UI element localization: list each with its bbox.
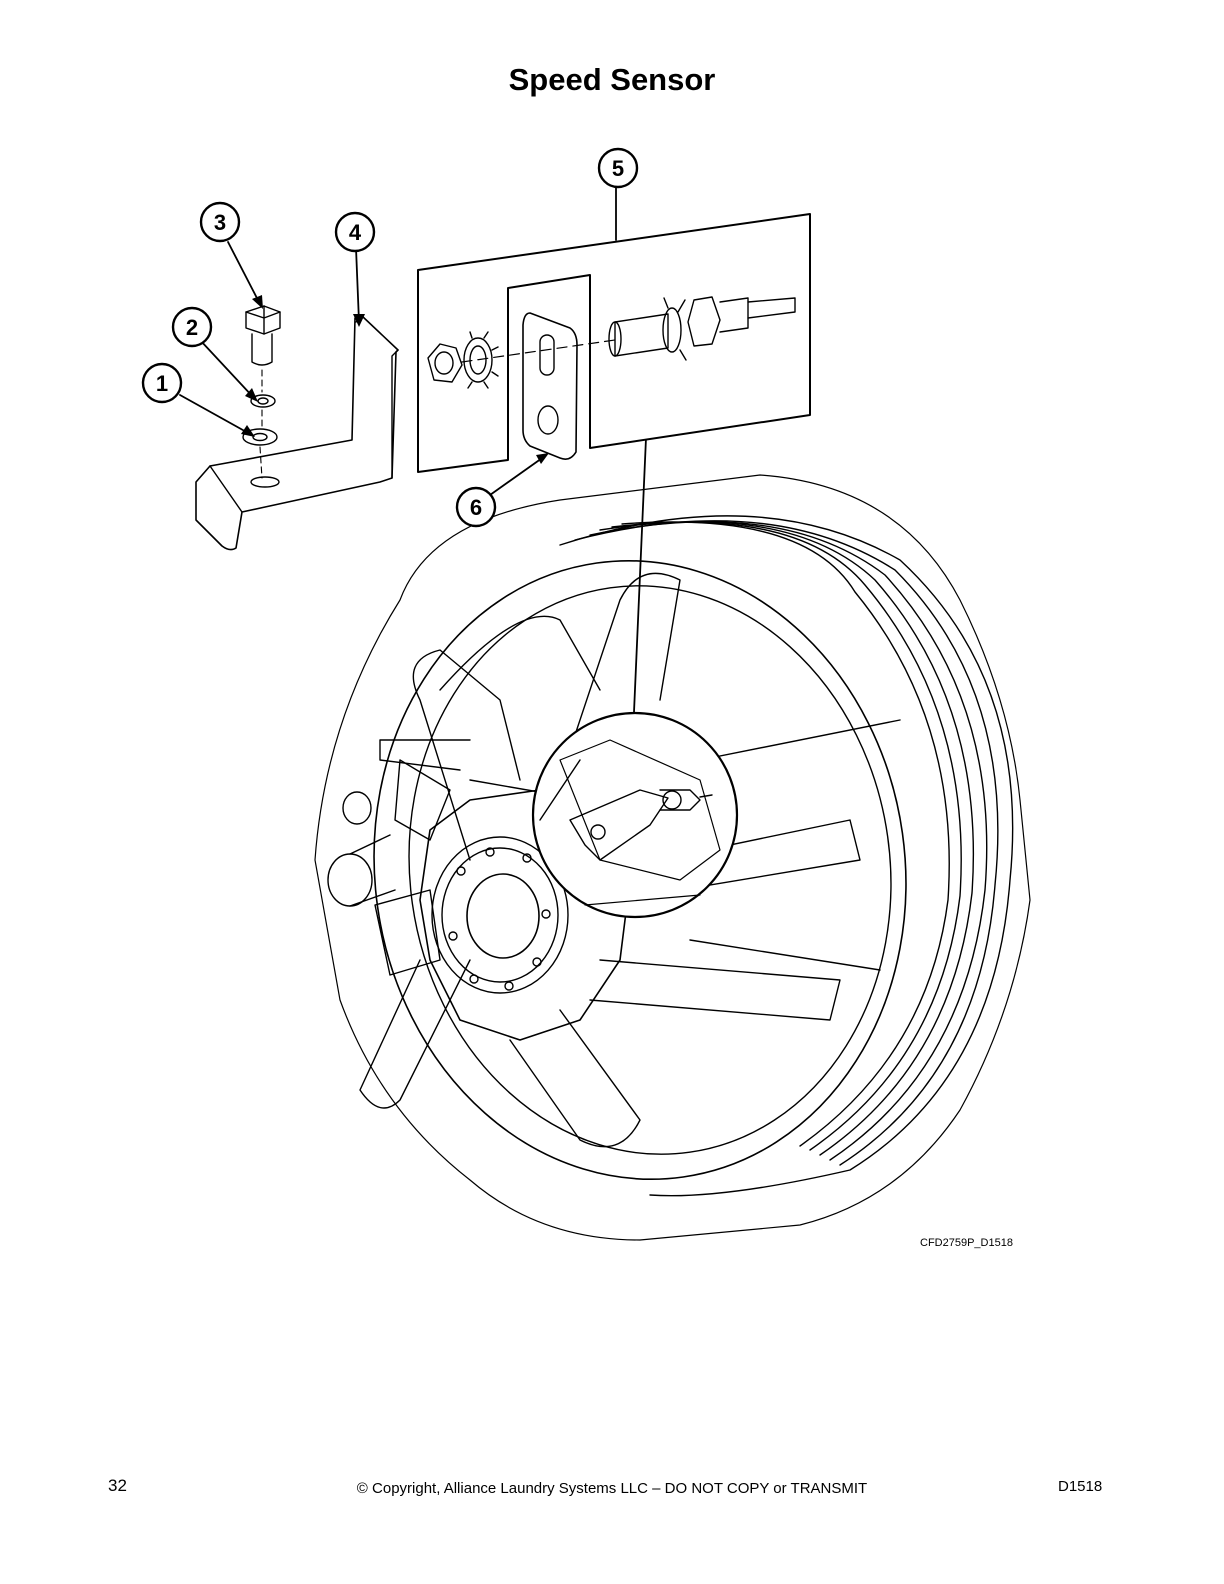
callout-2: 2 — [171, 306, 213, 348]
sensor-bracket-plate — [522, 312, 578, 460]
svg-text:4: 4 — [349, 220, 362, 245]
sensor-detail-box — [417, 213, 811, 473]
svg-text:2: 2 — [186, 315, 198, 340]
hex-bolt-icon — [245, 305, 281, 366]
svg-text:6: 6 — [470, 495, 482, 520]
drawing-code: CFD2759P_D1518 — [920, 1237, 1013, 1249]
hex-nut-icon — [427, 343, 463, 383]
callout-leaders — [179, 184, 617, 496]
callout-1: 1 — [141, 362, 183, 404]
callout-3: 3 — [199, 201, 241, 243]
star-washer-icon — [463, 331, 499, 389]
lock-washer-icon — [250, 394, 276, 408]
mounting-bracket — [195, 315, 399, 551]
callout-6: 6 — [455, 486, 497, 528]
page-number: 32 — [108, 1476, 127, 1495]
speed-sensor-body — [608, 296, 796, 361]
svg-text:1: 1 — [156, 371, 168, 396]
svg-text:3: 3 — [214, 210, 226, 235]
callout-4: 4 — [334, 211, 376, 253]
callout-arrowheads — [241, 295, 549, 464]
detail-leader-line — [633, 437, 647, 713]
drive-pulley — [314, 474, 1031, 1241]
callout-5: 5 — [597, 147, 639, 189]
copyright-notice: © Copyright, Alliance Laundry Systems LL… — [356, 1480, 868, 1497]
document-code: D1518 — [1058, 1478, 1103, 1495]
svg-text:5: 5 — [612, 156, 624, 181]
page-title: Speed Sensor — [508, 62, 716, 97]
detail-magnifier — [531, 711, 739, 919]
